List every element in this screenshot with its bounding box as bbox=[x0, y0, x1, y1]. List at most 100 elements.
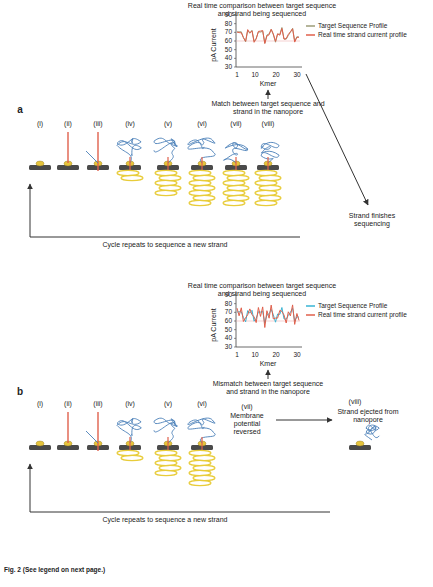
strand-coil bbox=[117, 170, 139, 175]
strand-coil bbox=[159, 175, 181, 180]
strand-coil bbox=[155, 470, 177, 475]
dna-strand bbox=[167, 157, 168, 171]
dna-strand bbox=[267, 157, 268, 171]
dna-strand bbox=[261, 142, 279, 163]
step-number: (v) bbox=[156, 120, 180, 128]
dna-strand bbox=[117, 418, 141, 443]
legend-text: Target Sequence Profile bbox=[318, 302, 428, 309]
strand-coil bbox=[193, 455, 215, 460]
chart-title: Real time comparison between target sequ… bbox=[182, 2, 342, 18]
strand-coil bbox=[189, 170, 211, 175]
legend-line bbox=[306, 305, 315, 307]
tick-label: 90 bbox=[216, 291, 232, 298]
strand-coil bbox=[259, 175, 281, 180]
tick bbox=[234, 303, 236, 304]
tick bbox=[234, 41, 236, 42]
cycle-arrow bbox=[30, 464, 330, 512]
dna-strand bbox=[86, 431, 98, 443]
target-profile bbox=[237, 28, 299, 44]
strand-coil bbox=[189, 460, 211, 465]
dna-strand bbox=[86, 151, 98, 163]
dna-strand bbox=[201, 437, 202, 451]
strand-coil bbox=[255, 170, 277, 175]
eject-arrow bbox=[276, 420, 332, 421]
strand-coil bbox=[255, 180, 277, 185]
panel-letter: a bbox=[14, 104, 26, 116]
strand-coil bbox=[189, 450, 211, 455]
x-axis bbox=[236, 67, 302, 68]
tick bbox=[234, 321, 236, 322]
tick-label: 40 bbox=[216, 54, 232, 61]
step-note: Strand finishes sequencing bbox=[330, 212, 414, 228]
tick-label: 70 bbox=[216, 28, 232, 35]
step-note: Membrane potential reversed bbox=[221, 412, 273, 436]
dna-strand bbox=[167, 437, 168, 451]
step-number: (vii) bbox=[235, 403, 259, 411]
strand-coil bbox=[193, 175, 215, 180]
legend-text: Real time strand current profile bbox=[318, 31, 428, 38]
strand-coil bbox=[189, 470, 211, 475]
dna-strand bbox=[154, 138, 177, 163]
strand-coil bbox=[189, 200, 211, 205]
strand-coil bbox=[223, 200, 245, 205]
strand-coil bbox=[189, 180, 211, 185]
strand-coil bbox=[159, 465, 181, 470]
legend-line bbox=[306, 34, 315, 36]
step-number: (vi) bbox=[190, 400, 214, 408]
strand-coil bbox=[189, 190, 211, 195]
tick-label: 20 bbox=[269, 351, 283, 358]
tick bbox=[234, 58, 236, 59]
step-note: Strand ejected from nanopore bbox=[335, 408, 401, 424]
strand-coil bbox=[121, 455, 143, 460]
strand-coil bbox=[117, 450, 139, 455]
strand-coil bbox=[227, 185, 249, 190]
strand-coil bbox=[155, 190, 177, 195]
strand-coil bbox=[159, 185, 181, 190]
step-number: (iv) bbox=[118, 120, 142, 128]
axis-label: pA Current bbox=[210, 20, 218, 70]
strand-coil bbox=[193, 475, 215, 480]
panel-letter: b bbox=[14, 386, 26, 398]
strand-coil bbox=[227, 175, 249, 180]
step-number: (iv) bbox=[118, 400, 142, 408]
strand-coil bbox=[227, 195, 249, 200]
nanopore bbox=[36, 441, 44, 446]
tick-label: 1 bbox=[230, 351, 244, 358]
strand-coil bbox=[223, 170, 245, 175]
y-axis bbox=[236, 293, 237, 347]
tick bbox=[234, 347, 236, 348]
strand-coil bbox=[155, 450, 177, 455]
step-number: (ii) bbox=[56, 120, 80, 128]
axis-label: Kmer bbox=[253, 80, 283, 88]
match-arrow bbox=[268, 90, 269, 99]
comparison-note: Match between target sequence and strand… bbox=[208, 100, 328, 116]
strand-coil bbox=[259, 195, 281, 200]
strand-coil bbox=[155, 170, 177, 175]
nanopore bbox=[36, 161, 44, 166]
y-axis bbox=[236, 13, 237, 67]
legend-text: Real time strand current profile bbox=[318, 311, 428, 318]
strand-profile bbox=[237, 29, 299, 44]
tick-label: 40 bbox=[216, 334, 232, 341]
dna-strand bbox=[97, 412, 98, 451]
tick-label: 80 bbox=[216, 300, 232, 307]
strand-coil bbox=[155, 180, 177, 185]
step-number: (iii) bbox=[86, 120, 110, 128]
tick bbox=[234, 32, 236, 33]
dna-strand bbox=[154, 418, 177, 443]
tick-label: 1 bbox=[230, 71, 244, 78]
dna-strand bbox=[67, 412, 68, 443]
chart-title: Real time comparison between target sequ… bbox=[182, 282, 342, 298]
cycle-note: Cycle repeats to sequence a new strand bbox=[75, 516, 255, 524]
tick-label: 50 bbox=[216, 326, 232, 333]
comparison-note: Mismatch between target sequence and str… bbox=[208, 380, 328, 396]
strand-coil bbox=[121, 175, 143, 180]
tick bbox=[234, 23, 236, 24]
step-number: (v) bbox=[156, 400, 180, 408]
step-number: (vii) bbox=[224, 120, 248, 128]
dna-strand bbox=[97, 132, 98, 171]
finish-arrow bbox=[306, 74, 368, 205]
axis-label: Kmer bbox=[253, 360, 283, 368]
